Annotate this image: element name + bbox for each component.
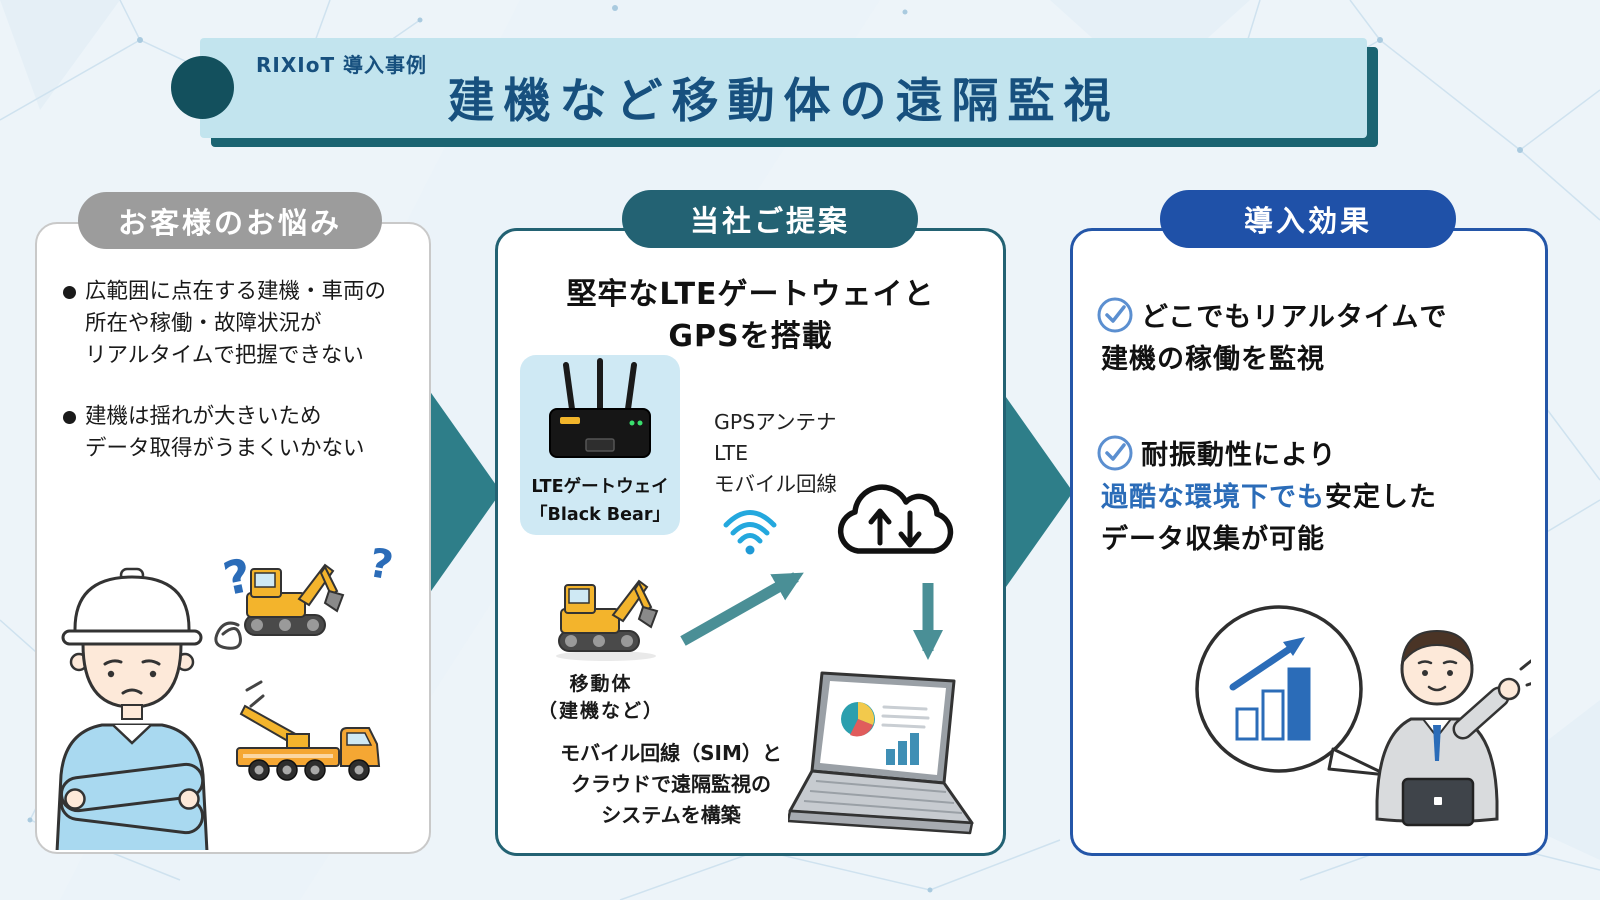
question-mark-icon: ? xyxy=(366,542,397,589)
excavator-icon xyxy=(556,579,659,661)
excavator-icon xyxy=(244,563,345,636)
net-item-gps: GPSアンテナ xyxy=(714,410,837,434)
page-title: 建機など移動体の遠隔監視 xyxy=(447,74,1120,129)
effect-1-line-1: どこでもリアルタイムで xyxy=(1141,302,1448,333)
bottom-note-line-1: モバイル回線（SIM）と xyxy=(560,741,782,765)
effects-pill: 導入効果 xyxy=(1160,190,1456,248)
mobile-label-line-1: 移動体 xyxy=(569,673,633,695)
spark-icon xyxy=(245,680,265,708)
bottom-note-line-3: システムを構築 xyxy=(601,803,741,827)
problem-bullet-1-text: 広範囲に点在する建機・車両の 所在や稼働・故障状況が リアルタイムで把握できない xyxy=(85,276,386,372)
check-circle-icon xyxy=(1097,435,1133,471)
mobile-unit-label: 移動体 （建機など） xyxy=(506,671,696,725)
gateway-label-line-1: LTEゲートウェイ xyxy=(531,477,669,497)
problems-bullet-list: 広範囲に点在する建機・車両の 所在や稼働・故障状況が リアルタイムで把握できない… xyxy=(63,276,415,494)
problems-illustration: ? ? xyxy=(55,542,397,850)
speech-bubble-chart-icon xyxy=(1195,605,1389,777)
effect-1-line-2: 建機の稼働を監視 xyxy=(1101,344,1325,375)
bullet-dot xyxy=(63,286,76,299)
effect-2-line-2-rest: 安定した xyxy=(1325,482,1437,513)
cloud-sync-icon xyxy=(837,484,954,554)
network-items: GPSアンテナ LTE モバイル回線 xyxy=(714,407,837,500)
check-circle-icon xyxy=(1097,297,1133,333)
crane-truck-icon xyxy=(236,704,381,781)
bottom-note-line-2: クラウドで遠隔監視の xyxy=(571,772,771,796)
effect-2-highlight: 過酷な環境下でも xyxy=(1101,482,1325,513)
mini-bar-chart-icon xyxy=(886,733,919,765)
cloud-up-arrow-icon xyxy=(868,508,892,546)
problem-bullet-2-text: 建機は揺れが大きいため データ取得がうまくいかない xyxy=(85,401,365,465)
problem-bullet-1: 広範囲に点在する建機・車両の 所在や稼働・故障状況が リアルタイムで把握できない xyxy=(63,276,415,372)
proposal-heading-line-2: GPSを搭載 xyxy=(668,319,833,354)
problem-2-line-1: 建機は揺れが大きいため xyxy=(85,404,322,429)
net-item-lte: LTE xyxy=(714,441,749,465)
worker-icon xyxy=(55,567,209,850)
effect-2-line-2: 過酷な環境下でも安定した xyxy=(1101,475,1437,514)
pie-chart-icon xyxy=(841,702,875,737)
effect-2-line-1: 耐振動性により xyxy=(1141,440,1337,471)
motion-lines-icon xyxy=(1519,659,1531,687)
header-banner: RIXIoT 導入事例 建機など移動体の遠隔監視 xyxy=(200,38,1367,138)
problem-1-line-1: 広範囲に点在する建機・車両の xyxy=(85,279,387,304)
problems-pill: お客様のお悩み xyxy=(78,192,382,249)
businessman-icon xyxy=(1375,629,1531,827)
problems-panel: 広範囲に点在する建機・車両の 所在や稼働・故障状況が リアルタイムで把握できない… xyxy=(35,222,431,854)
gateway-image-card: LTEゲートウェイ 「Black Bear」 xyxy=(520,355,680,535)
problem-2-line-2: データ取得がうまくいかない xyxy=(85,436,365,461)
uplink-arrow xyxy=(680,572,804,646)
problem-1-line-3: リアルタイムで把握できない xyxy=(85,343,364,368)
trend-arrow-icon xyxy=(1229,637,1305,691)
wifi-icon xyxy=(723,510,777,555)
proposal-bottom-note: モバイル回線（SIM）と クラウドで遠隔監視の システムを構築 xyxy=(506,738,836,831)
lte-router-icon xyxy=(549,358,651,458)
net-item-mobile: モバイル回線 xyxy=(714,472,837,496)
gateway-label-line-2: 「Black Bear」 xyxy=(530,505,670,525)
proposal-pill: 当社ご提案 xyxy=(622,190,918,248)
header-accent-circle xyxy=(171,56,234,119)
effects-illustration xyxy=(1195,605,1531,827)
bullet-dot xyxy=(63,411,76,424)
problem-1-line-2: 所在や稼働・故障状況が xyxy=(85,311,322,336)
laptop-chart-icon xyxy=(788,671,974,835)
cloud-down-arrow-icon xyxy=(898,510,922,548)
mobile-label-line-2: （建機など） xyxy=(537,700,664,722)
header-tag: RIXIoT 導入事例 xyxy=(256,53,428,77)
router-logo xyxy=(560,417,580,424)
proposal-panel: 堅牢なLTEゲートウェイと GPSを搭載 LTEゲートウェイ 「Black Be… xyxy=(495,228,1006,856)
squiggle-icon xyxy=(214,621,242,650)
effect-2-line-3: データ収集が可能 xyxy=(1101,524,1325,555)
proposal-heading-line-1: 堅牢なLTEゲートウェイと xyxy=(566,277,935,312)
problem-bullet-2: 建機は揺れが大きいため データ取得がうまくいかない xyxy=(63,401,415,465)
effects-panel: どこでもリアルタイムで 建機の稼働を監視 耐振動性により 過酷な環境下でも安定し… xyxy=(1070,228,1548,856)
